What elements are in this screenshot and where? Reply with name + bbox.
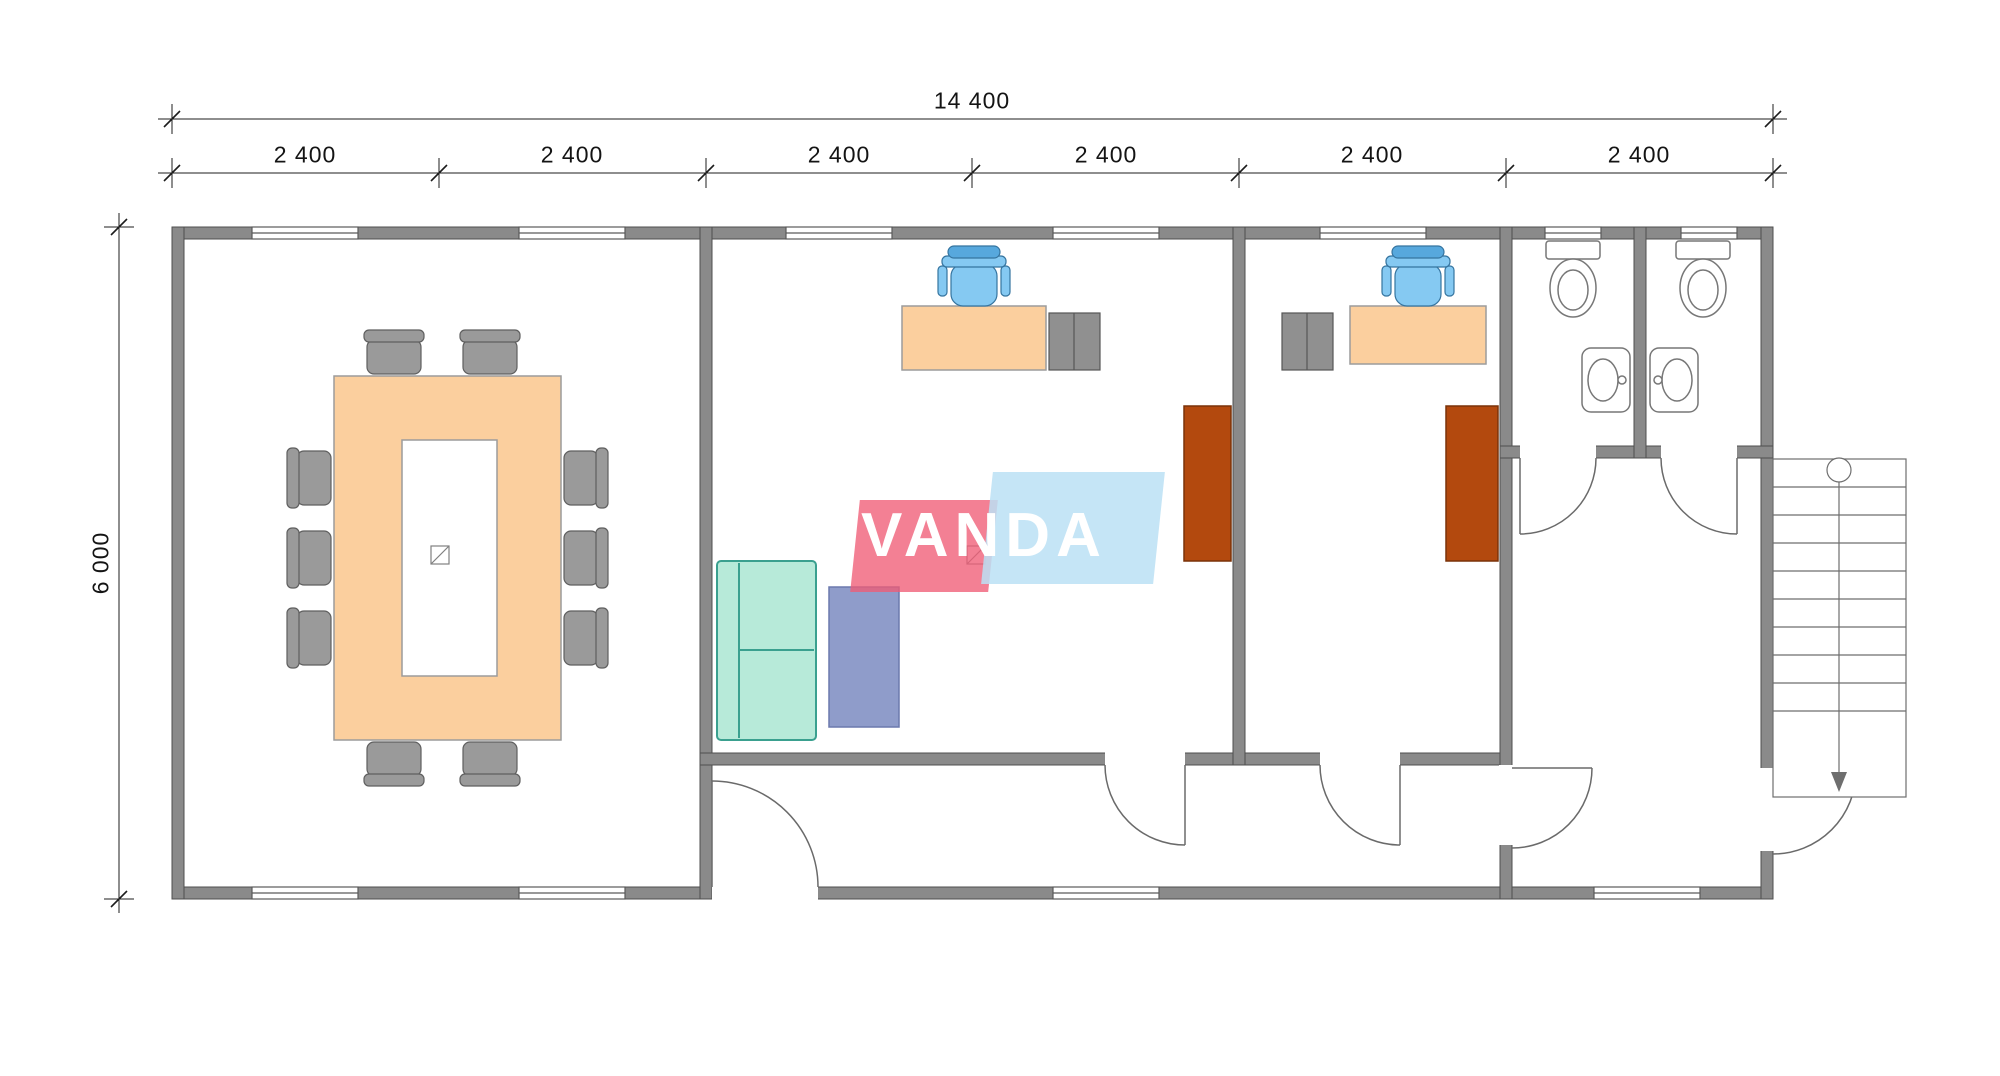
door-wc-corridor	[1511, 767, 1593, 849]
door-openings	[712, 445, 1774, 900]
chair	[286, 447, 332, 509]
dim-bay-label-4: 2 400	[1074, 141, 1138, 168]
desk-office1	[901, 305, 1047, 371]
wall-left	[171, 226, 185, 900]
conference-room	[286, 329, 609, 787]
chair	[563, 447, 609, 509]
chair	[459, 741, 521, 787]
door-main-entrance	[711, 780, 819, 888]
door-wc-stall-1	[1519, 457, 1597, 535]
toilet-2	[1675, 240, 1731, 318]
cabinet-rust-office1	[1183, 405, 1232, 562]
window-top-3	[785, 226, 893, 240]
office-1	[716, 245, 1232, 741]
sofa	[716, 560, 817, 741]
window-bottom-1	[251, 886, 359, 900]
dim-bay-label-1: 2 400	[273, 141, 337, 168]
window-top-2	[518, 226, 626, 240]
door-office2	[1319, 764, 1401, 846]
stair-direction-arrow	[1831, 772, 1847, 792]
cabinet-gray-office2	[1281, 312, 1334, 371]
door-office1	[1104, 764, 1186, 846]
wall-office1-office2	[1232, 226, 1246, 766]
office-2	[1281, 245, 1499, 562]
staircase	[1772, 457, 1907, 798]
window-bottom-4	[1593, 886, 1701, 900]
dim-total-width-label: 14 400	[933, 87, 1011, 114]
office-chair	[937, 245, 1011, 307]
dim-bay-label-3: 2 400	[807, 141, 871, 168]
cabinet-rust-office2	[1445, 405, 1499, 562]
sink-2	[1649, 347, 1699, 413]
chair	[563, 527, 609, 589]
windows	[251, 226, 1738, 900]
window-bottom-2	[518, 886, 626, 900]
window-top-4	[1052, 226, 1160, 240]
dimension-lines	[104, 104, 1787, 913]
window-bottom-3	[1052, 886, 1160, 900]
wall-office2-wc	[1499, 226, 1513, 900]
wall-top	[171, 226, 1774, 240]
cabinet-gray-office1	[1048, 312, 1101, 371]
wall-wc-divider	[1633, 226, 1647, 459]
window-wc-2	[1680, 226, 1738, 240]
chair	[459, 329, 521, 375]
rug	[828, 586, 900, 728]
window-top-5	[1319, 226, 1427, 240]
office-chair	[1381, 245, 1455, 307]
toilet-1	[1545, 240, 1601, 318]
window-wc-1	[1544, 226, 1602, 240]
chair	[363, 741, 425, 787]
dim-bay-label-2: 2 400	[540, 141, 604, 168]
window-top-1	[251, 226, 359, 240]
sink-1	[1581, 347, 1631, 413]
door-wc-stall-2	[1660, 457, 1738, 535]
wall-conference-office	[699, 226, 713, 900]
dim-total-height-label: 6 000	[87, 531, 114, 595]
floor-symbol-conference	[430, 545, 450, 565]
wall-bottom	[171, 886, 1774, 900]
chair	[286, 607, 332, 669]
desk-office2	[1349, 305, 1487, 365]
chair	[363, 329, 425, 375]
chair	[286, 527, 332, 589]
dim-bay-label-6: 2 400	[1607, 141, 1671, 168]
dim-bay-label-5: 2 400	[1340, 141, 1404, 168]
floor-symbol-office1	[966, 545, 986, 565]
stair-start-marker	[1826, 457, 1852, 483]
chair	[563, 607, 609, 669]
